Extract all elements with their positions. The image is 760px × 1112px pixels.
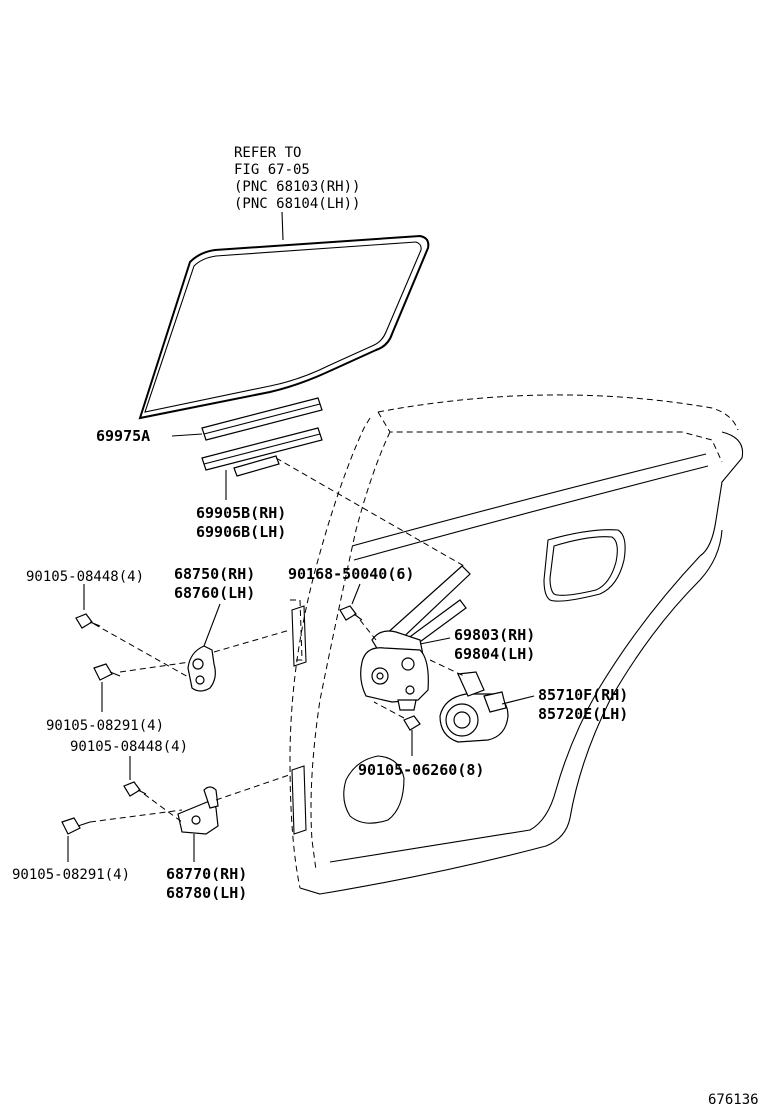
bolt-90168-50040: 90168-50040(6) [288, 565, 414, 641]
label-85710f: 85710F(RH) [538, 686, 628, 704]
bolt-90105-08448-bottom: 90105-08448(4) [70, 739, 188, 823]
bolt-90105-06260: 90105-06260(8) [358, 701, 484, 779]
label-68750: 68750(RH) [174, 565, 255, 583]
bolt-90105-08448-top: 90105-08448(4) [26, 569, 191, 679]
regulator-motor-85710f: 85710F(RH) 85720E(LH) [429, 659, 628, 743]
dash-channel-regulator [275, 457, 465, 567]
refer-note-line3: (PNC 68103(RH)) [234, 179, 360, 195]
label-69975a: 69975A [96, 427, 150, 445]
label-85720e: 85720E(LH) [538, 705, 628, 723]
door-glass [138, 234, 430, 420]
label-69803: 69803(RH) [454, 626, 535, 644]
label-68770: 68770(RH) [166, 865, 247, 883]
refer-note-line4: (PNC 68104(LH)) [234, 196, 360, 212]
glass-channel-69905b: 69905B(RH) 69906B(LH) [196, 427, 323, 541]
label-69804: 69804(LH) [454, 645, 535, 663]
label-90105-06260: 90105-06260(8) [358, 761, 484, 779]
refer-note-leader [281, 211, 284, 241]
upper-hinge-68750: 68750(RH) 68760(LH) [174, 565, 291, 692]
label-69905b: 69905B(RH) [196, 504, 286, 522]
label-90105-08291-bottom: 90105-08291(4) [12, 867, 130, 883]
door-panel [289, 394, 744, 895]
label-90105-08448-top: 90105-08448(4) [26, 569, 144, 585]
label-69906b: 69906B(LH) [196, 523, 286, 541]
refer-note-line1: REFER TO [234, 145, 301, 161]
lower-hinge-68770: 68770(RH) 68780(LH) [166, 773, 293, 902]
bolt-90105-08291-bottom: 90105-08291(4) [12, 809, 183, 883]
label-90105-08448-bottom: 90105-08448(4) [70, 739, 188, 755]
figure-id: 676136 [708, 1092, 759, 1108]
label-68780: 68780(LH) [166, 884, 247, 902]
refer-note-line2: FIG 67-05 [234, 162, 310, 178]
refer-note: REFER TO FIG 67-05 (PNC 68103(RH)) (PNC … [234, 145, 360, 241]
label-90105-08291-top: 90105-08291(4) [46, 718, 164, 734]
label-90168-50040: 90168-50040(6) [288, 565, 414, 583]
bolt-90105-08291-top: 90105-08291(4) [46, 661, 191, 734]
window-regulator-69803: 69803(RH) 69804(LH) [360, 565, 535, 711]
label-68760: 68760(LH) [174, 584, 255, 602]
glass-channel-69975a: 69975A [96, 397, 323, 445]
